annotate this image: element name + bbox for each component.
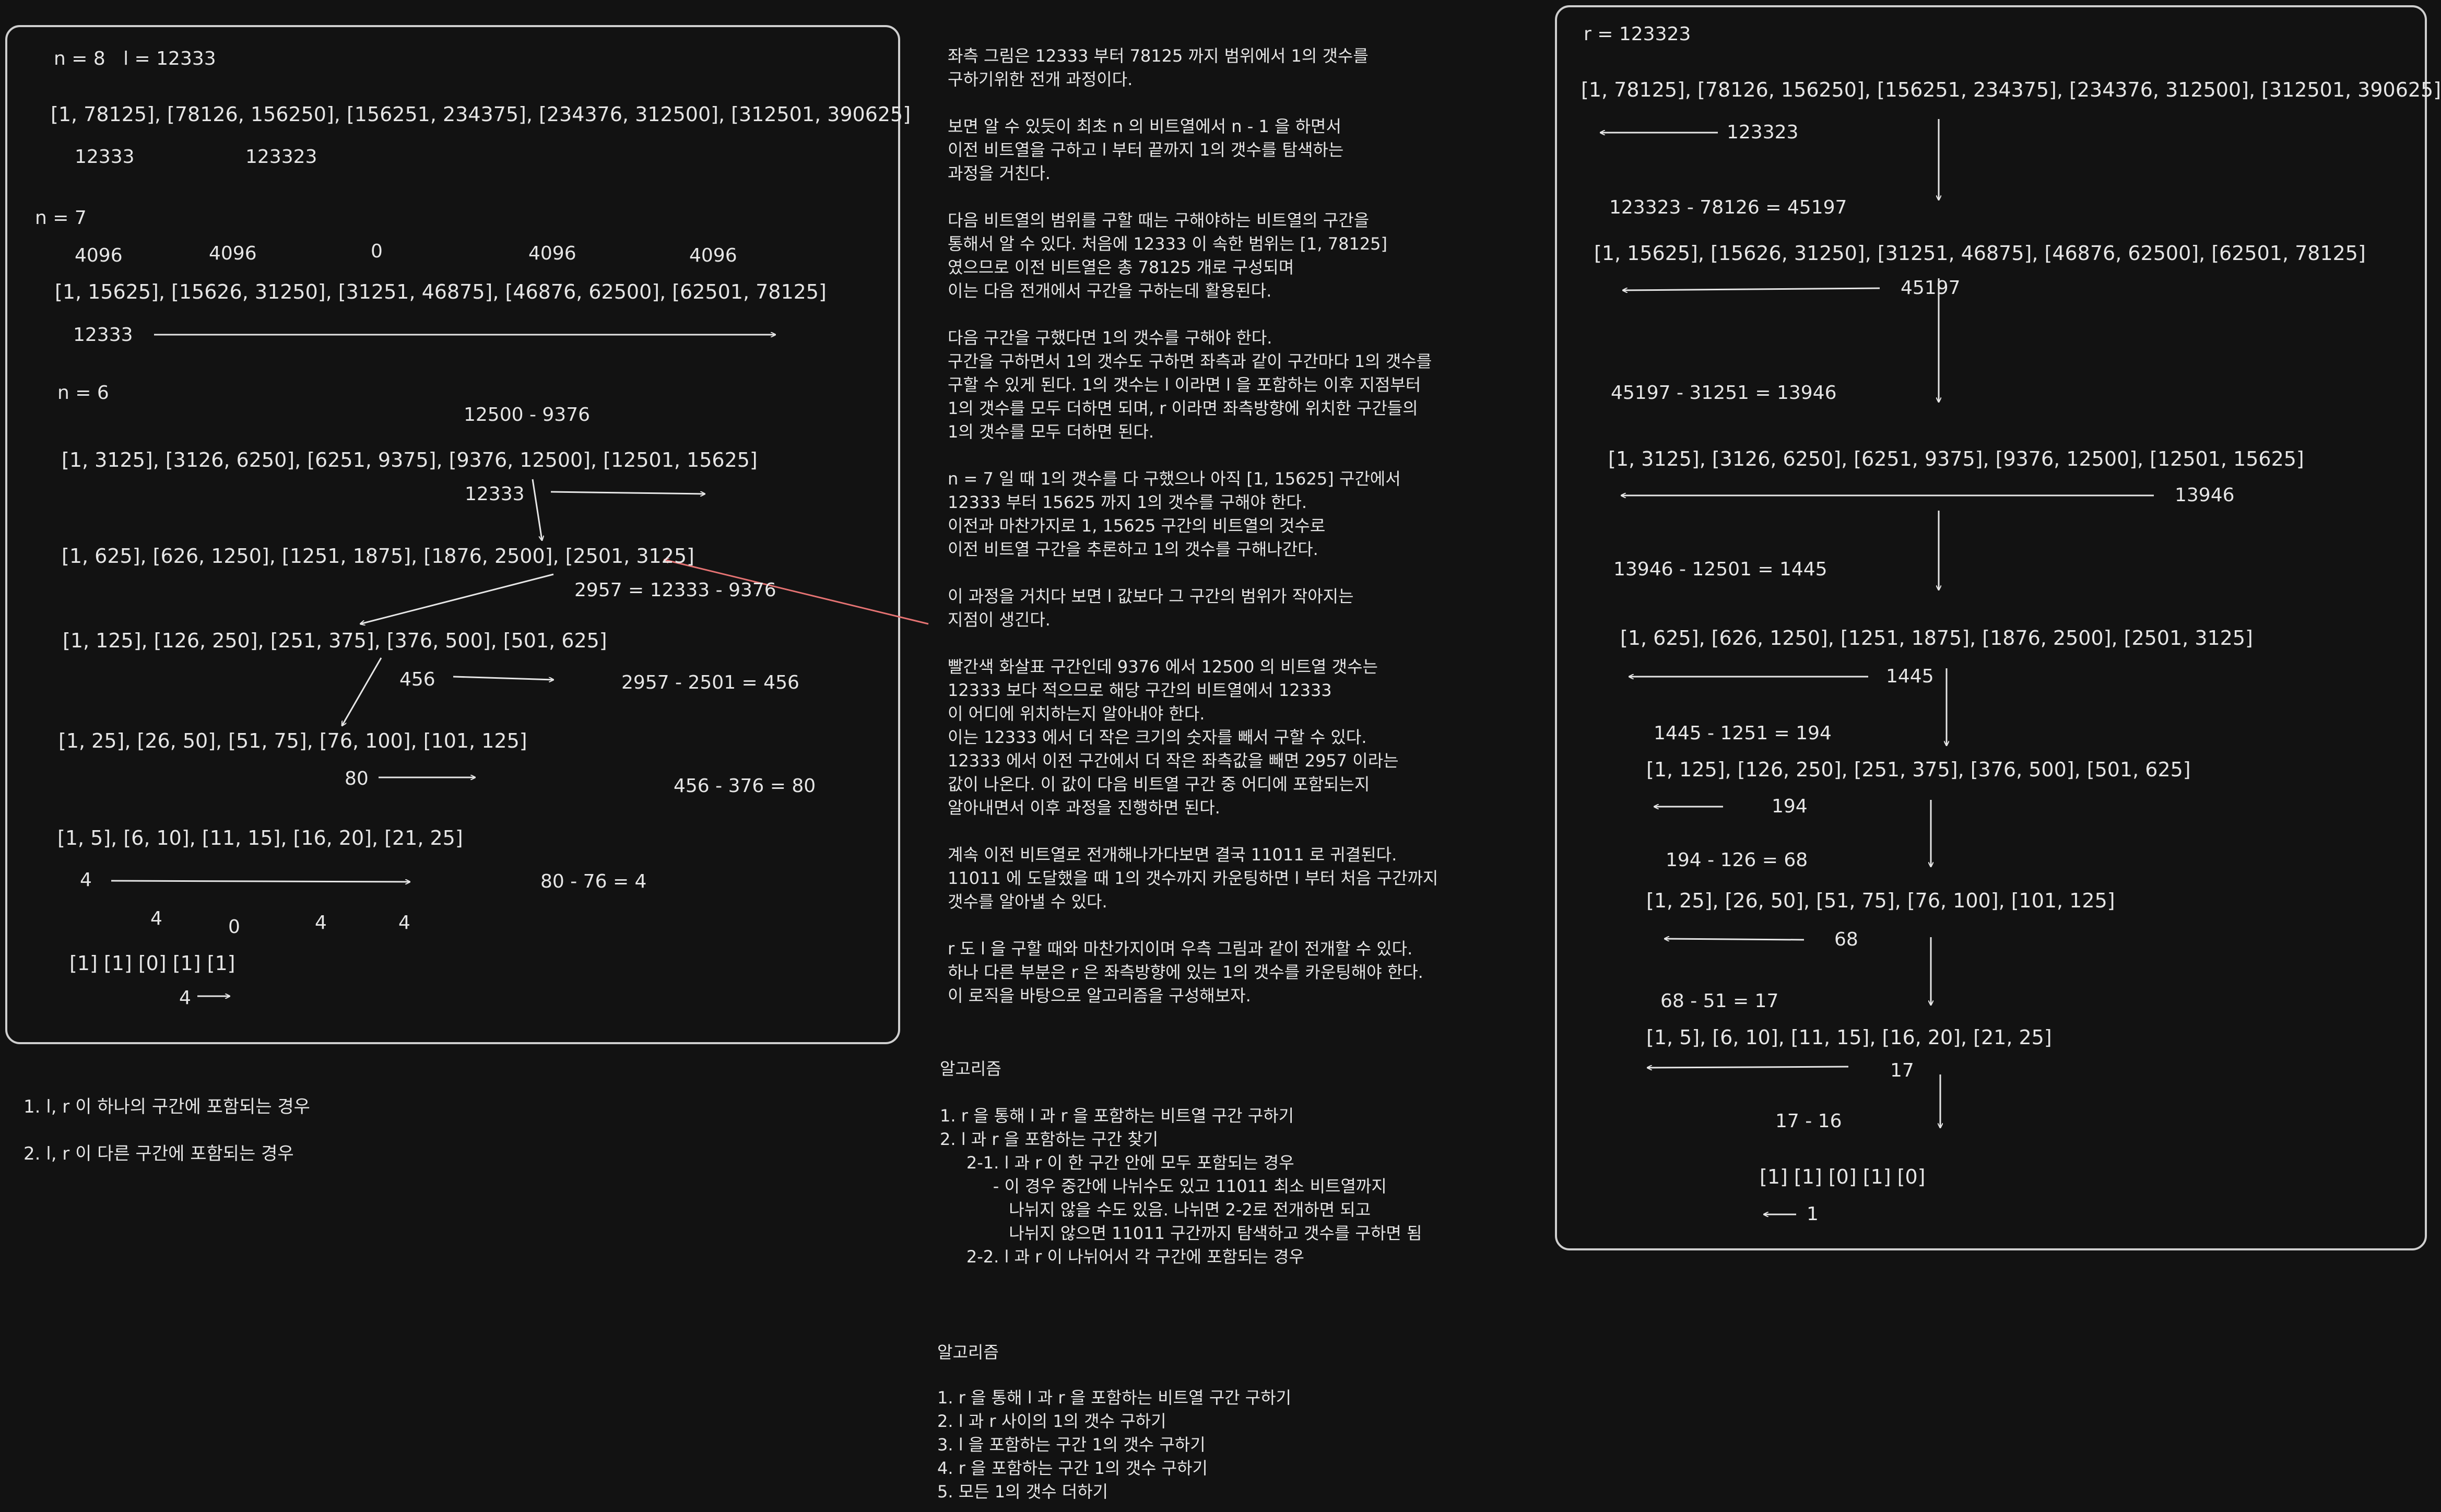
- left-ranges-n4: [1, 125], [126, 250], [251, 375], [376, …: [63, 629, 607, 652]
- note-paragraph-3: 다음 비트열의 범위를 구할 때는 구해야하는 비트열의 구간을 통해서 알 수…: [948, 210, 1388, 301]
- right-calc-1: 123323 - 78126 = 45197: [1609, 197, 1847, 218]
- left-value-80: 80: [345, 768, 369, 789]
- right-title: r = 123323: [1584, 23, 1691, 45]
- note-paragraph-4: 다음 구간을 구했다면 1의 갯수를 구해야 한다. 구간을 구하면서 1의 갯…: [948, 328, 1432, 442]
- left-ranges-n8: [1, 78125], [78126, 156250], [156251, 23…: [51, 103, 911, 126]
- algorithm-title-1: 알고리즘: [940, 1059, 1001, 1079]
- left-value-456: 456: [399, 669, 435, 690]
- right-ranges-n5: [1, 625], [626, 1250], [1251, 1875], [18…: [1620, 627, 2253, 649]
- right-calc-5: 194 - 126 = 68: [1666, 849, 1808, 871]
- note-paragraph-6: 이 과정을 거치다 보면 l 값보다 그 구간의 범위가 작아지는 지점이 생긴…: [948, 586, 1354, 630]
- left-ranges-n6: [1, 3125], [3126, 6250], [6251, 9375], […: [62, 448, 758, 471]
- left-diagram-frame: [5, 25, 900, 1044]
- left-calc-456: 2957 - 2501 = 456: [621, 672, 799, 693]
- right-calc-3: 13946 - 12501 = 1445: [1613, 559, 1827, 580]
- left-count-4096-3: 4096: [528, 243, 576, 264]
- right-calc-2: 45197 - 31251 = 13946: [1611, 382, 1837, 404]
- left-ranges-n2: [1, 5], [6, 10], [11, 15], [16, 20], [21…: [57, 826, 463, 849]
- algorithm-title-2: 알고리즘: [937, 1342, 999, 1362]
- left-value-12333: 12333: [75, 146, 135, 168]
- note-paragraph-1: 좌측 그림은 12333 부터 78125 까지 범위에서 1의 갯수를 구하기…: [948, 46, 1369, 89]
- right-ranges-n6: [1, 3125], [3126, 6250], [6251, 9375], […: [1608, 447, 2304, 470]
- left-value-123323: 123323: [245, 146, 317, 168]
- right-calc-4: 1445 - 1251 = 194: [1654, 723, 1832, 744]
- left-ranges-n7: [1, 15625], [15626, 31250], [31251, 4687…: [55, 280, 827, 303]
- right-ranges-n2: [1, 5], [6, 10], [11, 15], [16, 20], [21…: [1646, 1026, 2052, 1049]
- left-ranges-n1: [1] [1] [0] [1] [1]: [69, 952, 235, 975]
- right-ranges-n7: [1, 15625], [15626, 31250], [31251, 4687…: [1594, 242, 2366, 265]
- left-calc-12500: 12500 - 9376: [464, 404, 591, 426]
- case-2-text: 2. l, r 이 다른 구간에 포함되는 경우: [23, 1143, 294, 1164]
- left-bit-count-4: 4: [398, 912, 410, 934]
- left-count-0: 0: [371, 241, 383, 262]
- left-count-4096-4: 4096: [689, 245, 737, 266]
- left-ranges-n5: [1, 625], [626, 1250], [1251, 1875], [18…: [62, 545, 694, 568]
- left-count-4096-2: 4096: [209, 243, 257, 264]
- note-paragraph-8: 계속 이전 비트열로 전개해나가다보면 결국 11011 로 귀결된다. 110…: [948, 845, 1438, 912]
- right-value-68: 68: [1834, 929, 1858, 950]
- right-value-13946: 13946: [2175, 485, 2235, 506]
- left-calc-2957: 2957 = 12333 - 9376: [574, 580, 776, 601]
- left-count-4096-1: 4096: [75, 245, 123, 266]
- right-value-1: 1: [1807, 1203, 1819, 1225]
- right-diagram-frame: [1555, 5, 2427, 1250]
- note-paragraph-5: n = 7 일 때 1의 갯수를 다 구했으나 아직 [1, 15625] 구간…: [948, 469, 1401, 559]
- note-paragraph-7: 빨간색 화살표 구간인데 9376 에서 12500 의 비트열 갯수는 123…: [948, 657, 1399, 818]
- right-ranges-n8: [1, 78125], [78126, 156250], [156251, 23…: [1581, 78, 2441, 101]
- right-ranges-n4: [1, 125], [126, 250], [251, 375], [376, …: [1646, 758, 2191, 781]
- algorithm-steps-2: 1. r 을 통해 l 과 r 을 포함하는 비트열 구간 구하기 2. l 과…: [937, 1388, 1292, 1502]
- left-calc-4: 80 - 76 = 4: [540, 871, 647, 892]
- right-value-45197: 45197: [1901, 277, 1961, 299]
- left-n8-label: n = 8 l = 12333: [54, 48, 216, 69]
- right-ranges-n1: [1] [1] [0] [1] [0]: [1760, 1165, 1926, 1188]
- left-n7-label: n = 7: [35, 207, 87, 229]
- left-bit-count-3: 4: [315, 912, 327, 934]
- left-value-4: 4: [80, 869, 92, 891]
- left-bit-count-1: 4: [150, 908, 162, 929]
- right-ranges-n3: [1, 25], [26, 50], [51, 75], [76, 100], …: [1646, 889, 2115, 912]
- right-value-194: 194: [1772, 796, 1808, 817]
- left-n6-label: n = 6: [57, 382, 109, 404]
- left-value-4-final: 4: [179, 987, 191, 1009]
- right-value-1445: 1445: [1886, 666, 1934, 687]
- left-calc-80: 456 - 376 = 80: [674, 775, 816, 797]
- left-value-12333-n7: 12333: [73, 324, 133, 346]
- note-paragraph-2: 보면 알 수 있듯이 최초 n 의 비트열에서 n - 1 을 하면서 이전 비…: [948, 116, 1344, 183]
- left-ranges-n3: [1, 25], [26, 50], [51, 75], [76, 100], …: [58, 729, 527, 752]
- case-1-text: 1. l, r 이 하나의 구간에 포함되는 경우: [23, 1096, 310, 1117]
- algorithm-steps-1: 1. r 을 통해 l 과 r 을 포함하는 비트열 구간 구하기 2. l 과…: [940, 1106, 1422, 1267]
- right-calc-7: 17 - 16: [1775, 1111, 1842, 1132]
- left-bit-count-2: 0: [228, 916, 240, 938]
- right-value-123323: 123323: [1727, 122, 1799, 143]
- note-paragraph-9: r 도 l 을 구할 때와 마찬가지이며 우측 그림과 같이 전개할 수 있다.…: [948, 939, 1423, 1006]
- right-calc-6: 68 - 51 = 17: [1660, 990, 1779, 1012]
- right-value-17: 17: [1890, 1060, 1914, 1081]
- left-value-12333-n6: 12333: [465, 483, 525, 505]
